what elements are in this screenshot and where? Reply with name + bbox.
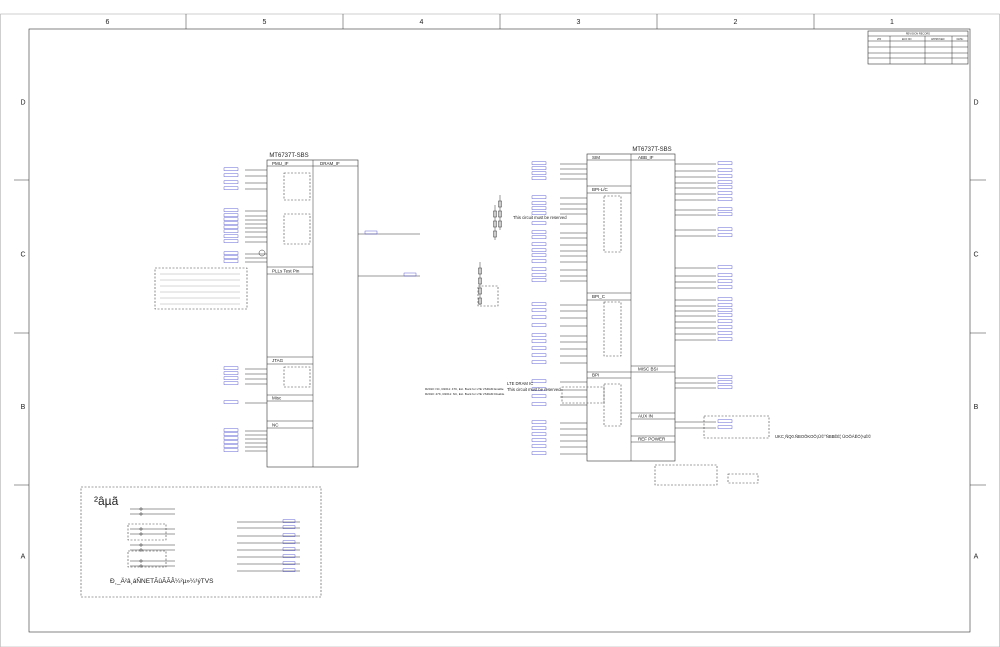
right-chip-part: MT6737T-SBS (632, 147, 671, 153)
right-chip: MT6737T-SBS SIM ABB_IF BPI-L/C BPI_C BPI… (531, 147, 733, 462)
row-label: B (974, 404, 979, 411)
test-points (127, 507, 300, 572)
right-section-abb: ABB_IF (638, 155, 654, 160)
column-label: 5 (263, 19, 267, 26)
ref-note-box (654, 464, 718, 486)
row-label: A (974, 554, 979, 561)
rev-header-date: DATE: (957, 38, 964, 41)
test-box-footer: Ð¸_Ä²â¸áÑNETÃûÃÃÂ¼²µ»¼¹ýTVS (110, 576, 214, 585)
note-lte-reserved: This circuit must be reserved (507, 387, 561, 392)
row-label: D (973, 100, 978, 107)
left-section-nc: NC (272, 423, 279, 428)
row-label: C (20, 252, 25, 259)
resistor-network (477, 195, 502, 307)
right-section-sim: SIM (592, 155, 600, 160)
left-section-jtag: JTAG (272, 358, 284, 363)
right-section-misc-bsi: MISC BSI (638, 367, 658, 372)
note-r-line2: R2010: 47K, R2011: NC, Ext. Buck for LTE… (425, 392, 505, 396)
test-box-title: ²âµã (94, 494, 119, 508)
column-label: 3 (577, 19, 581, 26)
left-chip-part: MT6737T-SBS (269, 153, 308, 159)
left-chip-body (266, 159, 359, 468)
column-label: 1 (890, 19, 894, 26)
right-section-bpi-lc: BPI-L/C (592, 187, 609, 192)
left-section-misc: Misc (272, 396, 282, 401)
right-section-aux-in: AUX IN (638, 414, 653, 419)
revision-table: REVISION RECORD LTR ECO NO: APPROVED: DA… (867, 30, 969, 65)
note-lte-dram: LTE DRAM IC (507, 381, 533, 386)
left-note-box (154, 267, 248, 310)
left-chip: MT6737T-SBS PMU_IF DRAM_IF PLLs Test Pin… (223, 153, 420, 468)
column-label: 4 (420, 19, 424, 26)
row-label: C (973, 252, 978, 259)
right-chip-pins (531, 161, 733, 455)
row-label: B (21, 404, 26, 411)
column-label: 6 (106, 19, 110, 26)
right-section-bpi-c: BPI_C (592, 294, 606, 299)
rev-header-ltr: LTR (877, 38, 882, 41)
note-r-line1: R2010: NC, R2011: 47K, Ext. Buck for LTE… (425, 387, 504, 391)
column-label: 2 (734, 19, 738, 26)
right-section-bpi: BPI (592, 373, 599, 378)
rev-header-approved: APPROVED: (931, 38, 945, 41)
left-section-plls: PLLs Test Pin (272, 269, 300, 274)
left-chip-pins (223, 167, 420, 452)
note-reserved: This circuit must be reserved (513, 215, 567, 220)
row-label: D (20, 100, 25, 107)
test-point-box: ²âµã Ð¸_Ä²â¸áÑNETÃûÃÃÂ¼²µ»¼¹ýTVS (80, 486, 322, 598)
right-section-ref-power: REF POWER (638, 437, 666, 442)
revision-title: REVISION RECORD (906, 32, 930, 36)
aux-component-box (703, 415, 770, 439)
sheet-border (28, 28, 971, 633)
rev-header-eco: ECO NO: (902, 38, 912, 41)
left-section-pmu: PMU_IF (272, 161, 289, 166)
row-label: A (21, 554, 26, 561)
left-section-dram: DRAM_IF (320, 161, 340, 166)
garbled-note: UKC¸ÑQ0.ÑBOÕKOÕ¡Ü©°ÑBBÊÉ¦ ÛOÕÁÊÓ¦¼Ê© (775, 434, 872, 439)
